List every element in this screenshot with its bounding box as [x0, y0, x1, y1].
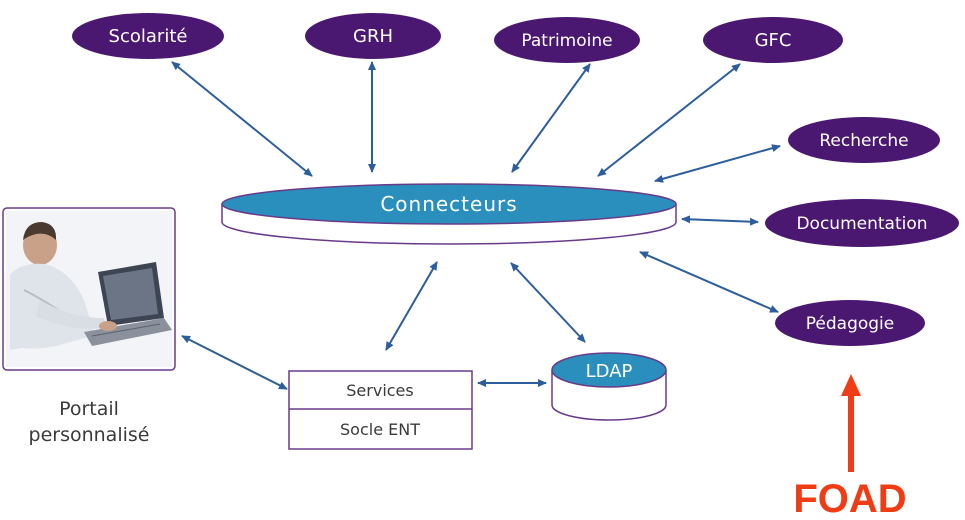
arrow-portail-services [181, 335, 288, 390]
portail-label-line2: personnalisé [29, 424, 150, 446]
arrow-connecteurs-ldap [510, 262, 586, 343]
node-scolarite-label: Scolarité [109, 26, 188, 47]
user-laptop-illustration [6, 211, 172, 367]
node-scolarite: Scolarité [72, 13, 224, 59]
node-ldap-label: LDAP [586, 361, 633, 382]
arrow-patrimoine-connecteurs [511, 63, 591, 173]
connection-arrows [171, 61, 781, 390]
foad-annotation: FOAD [793, 374, 907, 520]
portail-personnalise: Portail personnalisé [2, 207, 176, 446]
node-patrimoine-label: Patrimoine [521, 31, 612, 51]
node-gfc-label: GFC [755, 30, 792, 51]
node-documentation: Documentation [765, 199, 959, 247]
portail-label-line1: Portail [59, 398, 119, 420]
node-ldap: LDAP [551, 352, 667, 421]
node-recherche: Recherche [788, 117, 940, 163]
foad-label: FOAD [793, 477, 906, 520]
arrow-scolarite-connecteurs [171, 61, 313, 177]
node-patrimoine: Patrimoine [494, 17, 640, 63]
services-label: Services [346, 381, 413, 400]
node-pedagogie-label: Pédagogie [806, 314, 894, 334]
node-connecteurs-label: Connecteurs [380, 192, 517, 216]
arrow-pedagogie-connecteurs [639, 251, 779, 313]
node-services-socle: Services Socle ENT [288, 370, 473, 450]
socle-ent-label: Socle ENT [340, 420, 420, 439]
node-pedagogie: Pédagogie [775, 300, 925, 346]
node-recherche-label: Recherche [819, 131, 908, 151]
arrow-documentation-connecteurs [681, 215, 759, 226]
node-gfc: GFC [703, 17, 843, 63]
arrow-recherche-connecteurs [654, 144, 781, 183]
node-documentation-label: Documentation [796, 214, 927, 234]
node-grh-label: GRH [353, 26, 393, 47]
arrow-gfc-connecteurs [597, 63, 741, 177]
arrow-connecteurs-services [385, 261, 438, 351]
node-grh: GRH [305, 13, 441, 59]
node-connecteurs: Connecteurs [221, 183, 677, 245]
